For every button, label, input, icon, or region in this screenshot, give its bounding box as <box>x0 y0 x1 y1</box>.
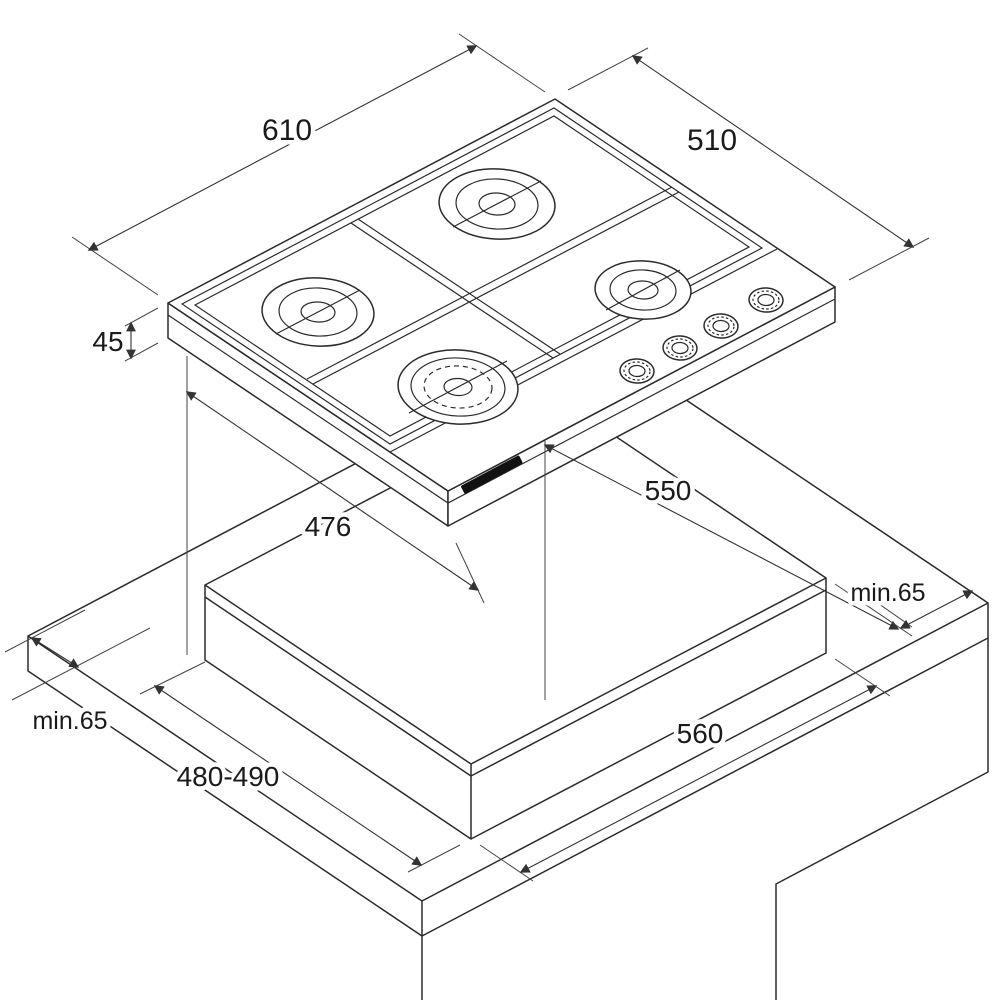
burner-support-bars <box>275 180 681 414</box>
grate-rails <box>306 186 680 385</box>
dim-label-cutout-depth: 480-490 <box>177 761 280 792</box>
dimension-body-width <box>185 356 485 655</box>
dim-label-body-width: 476 <box>305 511 352 542</box>
dim-label-hob-height: 45 <box>92 326 123 357</box>
dimension-clearance-right <box>834 583 974 637</box>
dimension-hob-depth <box>567 47 930 281</box>
dimension-body-depth <box>543 441 913 700</box>
dimensions <box>4 33 974 882</box>
dimension-cutout-width <box>479 658 891 882</box>
dimension-hob-width <box>71 33 546 296</box>
dimension-hob-height <box>124 307 159 362</box>
knob-2 <box>662 335 698 361</box>
knob-1 <box>619 358 655 384</box>
control-knobs <box>619 287 784 384</box>
dim-label-hob-depth: 510 <box>687 124 737 157</box>
dim-label-cutout-width: 560 <box>677 718 724 749</box>
dimension-clearance-left <box>4 609 151 701</box>
dim-label-clearance-left: min.65 <box>32 707 107 735</box>
knob-4 <box>748 287 784 313</box>
dimension-labels: 610 510 45 476 550 min.65 min.65 480-490… <box>28 110 930 797</box>
dimension-cutout-depth <box>139 661 461 873</box>
dim-label-clearance-right: min.65 <box>850 579 925 607</box>
dim-label-body-depth: 550 <box>645 475 692 506</box>
dim-label-hob-width: 610 <box>262 114 312 147</box>
knob-3 <box>703 313 739 339</box>
